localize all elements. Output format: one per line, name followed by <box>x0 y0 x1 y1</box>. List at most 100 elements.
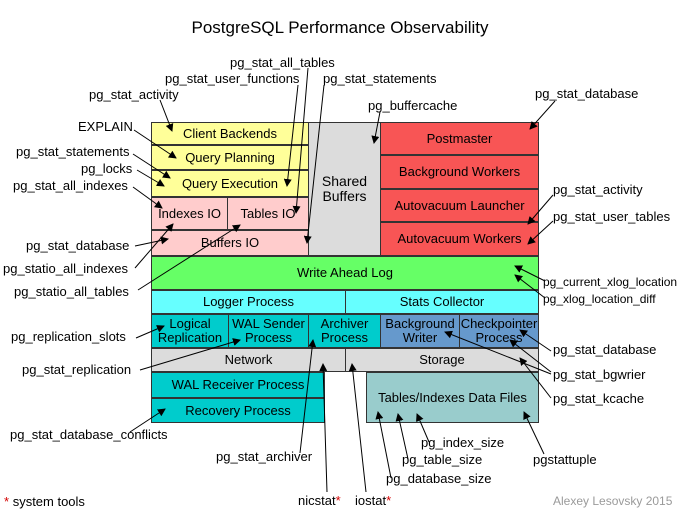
label-pg-stat-database-conflicts: pg_stat_database_conflicts <box>10 427 168 442</box>
query-planning-label: Query Planning <box>185 149 275 165</box>
buffers-io-box: Buffers IO <box>151 230 309 256</box>
arrow-database-right <box>519 329 552 352</box>
arrow-database-left <box>134 236 169 247</box>
label-pg-statio-all-tables: pg_statio_all_tables <box>14 284 129 299</box>
arrow-explain <box>133 129 177 159</box>
arrow-bgwrier-writer <box>444 330 552 375</box>
label-pg-stat-archiver: pg_stat_archiver <box>216 449 313 464</box>
wal-sender-box: WAL Sender Process <box>228 314 309 348</box>
background-writer-box: Background Writer <box>380 314 460 348</box>
logger-process-box: Logger Process <box>151 290 346 314</box>
query-execution-box: Query Execution <box>151 170 309 197</box>
arrow-activity-right <box>527 194 554 225</box>
write-ahead-log-box: Write Ahead Log <box>151 256 539 290</box>
label-pgstattuple: pgstattuple <box>533 452 597 467</box>
diagram-title: PostgreSQL Performance Observability <box>191 18 489 37</box>
arrow-activity-client <box>159 99 174 132</box>
arrow-all-indexes <box>132 186 163 209</box>
storage-label: Storage <box>419 352 465 367</box>
wal-receiver-label: WAL Receiver Process <box>171 377 305 392</box>
label-iostat: iostat* <box>355 494 391 508</box>
arrow-database-size <box>375 411 392 479</box>
arrow-statio-indexes <box>134 223 174 269</box>
recovery-process-box: Recovery Process <box>151 398 325 423</box>
arrow-archiver <box>299 339 317 454</box>
network-label: Network <box>224 352 273 367</box>
logger-process-label: Logger Process <box>202 294 295 309</box>
system-tools-text: system tools <box>12 494 85 509</box>
nicstat-text: nicstat <box>298 493 336 508</box>
iostat-asterisk: * <box>386 493 392 508</box>
indexes-io-label: Indexes IO <box>158 205 221 221</box>
arrow-iostat <box>348 363 367 493</box>
shared-buffers-box: Shared Buffers <box>308 122 381 256</box>
arrow-user-functions <box>283 84 299 187</box>
label-pg-stat-replication: pg_stat_replication <box>22 362 132 377</box>
label-pg-database-size: pg_database_size <box>386 471 492 486</box>
query-execution-label: Query Execution <box>181 175 279 191</box>
label-pg-stat-statements-top: pg_stat_statements <box>323 71 437 86</box>
label-pg-buffercache: pg_buffercache <box>368 98 458 113</box>
arrow-index-size <box>416 413 430 443</box>
label-pg-stat-bgwrier: pg_stat_bgwrier <box>553 367 646 382</box>
wal-sender-label-1: WAL Sender <box>232 316 305 331</box>
background-writer-label-2: Writer <box>402 330 438 345</box>
label-pg-stat-user-tables: pg_stat_user_tables <box>553 209 671 224</box>
autovacuum-launcher-label: Autovacuum Launcher <box>394 197 525 213</box>
autovacuum-workers-box: Autovacuum Workers <box>380 222 539 256</box>
arrow-statio-tables <box>137 224 241 291</box>
shared-buffers-label-2: Buffers <box>322 188 367 204</box>
label-pg-replication-slots: pg_replication_slots <box>11 329 126 344</box>
write-ahead-log-label: Write Ahead Log <box>297 265 393 280</box>
arrow-nicstat <box>319 363 328 493</box>
label-pg-locks: pg_locks <box>81 161 133 176</box>
archiver-label-1: Archiver <box>320 316 369 331</box>
arrow-statements-top <box>303 84 325 244</box>
arrow-locks <box>136 169 165 187</box>
background-writer-label-1: Background <box>385 316 455 331</box>
label-pg-stat-database-right: pg_stat_database <box>553 342 657 357</box>
wal-receiver-box: WAL Receiver Process <box>151 372 325 398</box>
archiver-label-2: Process <box>321 330 368 345</box>
query-planning-box: Query Planning <box>151 145 309 170</box>
background-workers-box: Background Workers <box>380 155 539 189</box>
label-pg-stat-activity-left: pg_stat_activity <box>89 87 179 102</box>
storage-box: Storage <box>345 348 539 372</box>
arrow-database-conflicts <box>129 408 166 433</box>
label-pg-stat-user-functions-top: pg_stat_user_functions <box>165 71 300 86</box>
arrow-xlog-diff <box>514 274 546 299</box>
logical-replication-label-1: Logical <box>169 316 211 331</box>
label-pg-index-size: pg_index_size <box>421 435 505 450</box>
autovacuum-workers-label: Autovacuum Workers <box>397 231 522 246</box>
tables-io-label: Tables IO <box>240 205 296 221</box>
data-files-label: Tables/Indexes Data Files <box>378 389 527 405</box>
label-explain: EXPLAIN <box>78 119 133 134</box>
label-pg-stat-all-tables-top: pg_stat_all_tables <box>230 55 335 70</box>
arrow-all-tables <box>292 67 309 214</box>
arrow-database-postmaster <box>529 100 556 130</box>
label-pg-stat-all-indexes: pg_stat_all_indexes <box>13 178 128 193</box>
arrow-user-tables <box>527 220 554 245</box>
label-pg-stat-kcache: pg_stat_kcache <box>553 391 645 406</box>
author-credit: Alexey Lesovsky 2015 <box>553 494 673 508</box>
arrow-xlog-location <box>514 265 546 282</box>
label-nicstat: nicstat* <box>298 494 341 508</box>
arrow-table-size <box>395 413 409 460</box>
system-tools-asterisk: * <box>4 494 10 509</box>
postmaster-box: Postmaster <box>380 122 539 155</box>
data-files-box: Tables/Indexes Data Files <box>366 372 539 423</box>
label-pg-statio-all-indexes: pg_statio_all_indexes <box>3 261 129 276</box>
logical-replication-label-2: Replication <box>157 330 223 345</box>
system-tools-note: * system tools <box>4 494 85 509</box>
network-box: Network <box>151 348 346 372</box>
stats-collector-box: Stats Collector <box>345 290 539 314</box>
background-workers-label: Background Workers <box>398 164 521 179</box>
label-pg-table-size: pg_table_size <box>402 452 483 467</box>
shared-buffers-label-1: Shared <box>321 173 368 189</box>
client-backends-label: Client Backends <box>183 125 277 141</box>
wal-sender-label-2: Process <box>245 330 292 345</box>
arrow-replication-slots <box>135 325 165 339</box>
postmaster-label: Postmaster <box>426 130 493 146</box>
client-backends-box: Client Backends <box>151 122 309 145</box>
